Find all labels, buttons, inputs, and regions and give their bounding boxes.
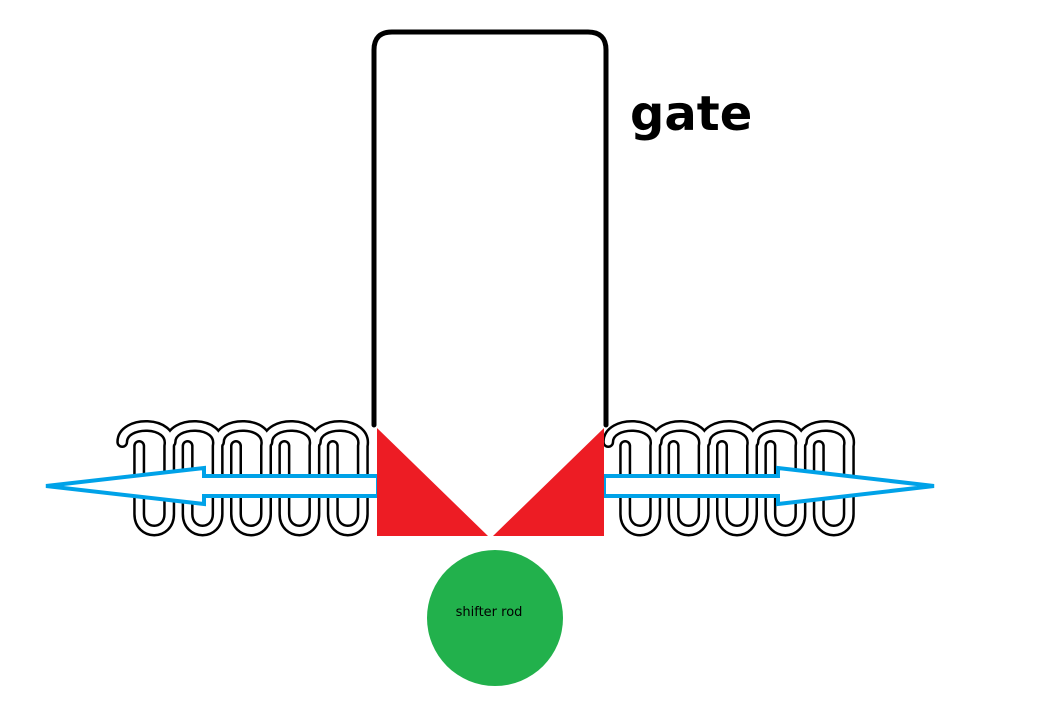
gate-outline <box>371 29 609 428</box>
right-wedge <box>493 428 604 536</box>
coil-spring-wire <box>118 422 367 534</box>
left-wedge <box>377 428 488 536</box>
coil-spring-wire <box>604 422 853 534</box>
gate-label: gate <box>630 86 752 142</box>
arrow-right-icon <box>602 465 935 507</box>
arrow-left-icon <box>45 465 380 507</box>
shifter-rod <box>427 550 563 686</box>
right-spring <box>602 420 855 537</box>
left-spring <box>116 420 369 537</box>
shifter-rod-label: shifter rod <box>456 605 523 620</box>
